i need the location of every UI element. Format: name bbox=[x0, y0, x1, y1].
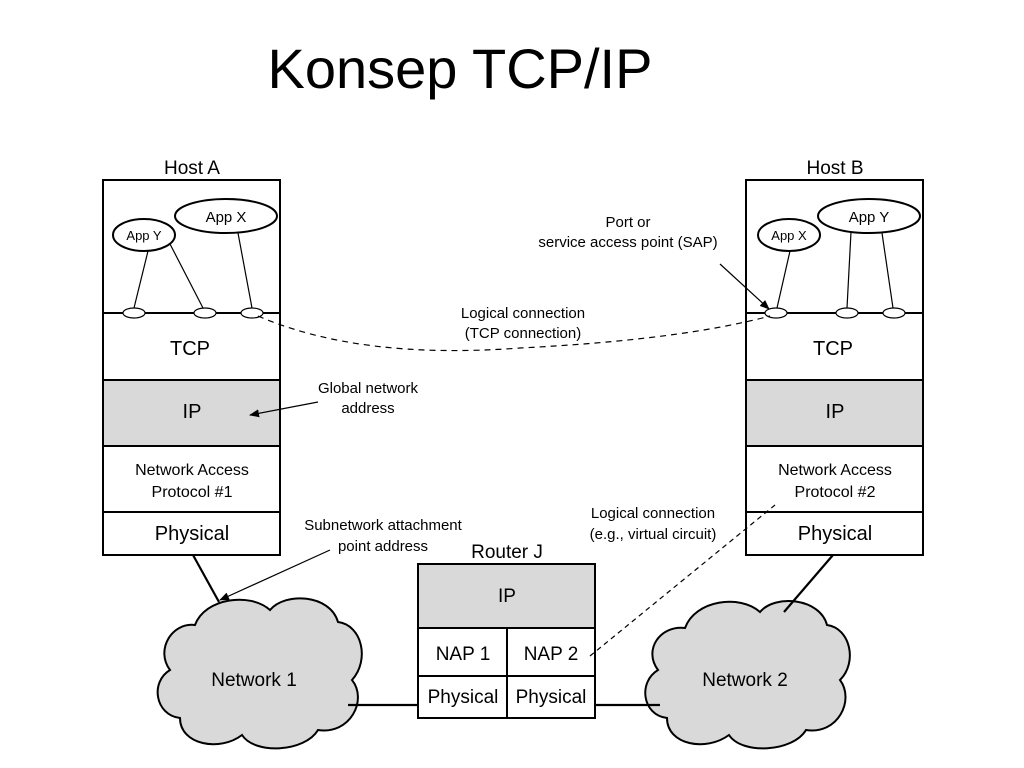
host-b-nap-line1: Network Access bbox=[778, 462, 892, 479]
page-title: Konsep TCP/IP bbox=[268, 37, 653, 100]
host-b-physical-label: Physical bbox=[798, 523, 872, 545]
logical-tcp-note-line2: (TCP connection) bbox=[465, 325, 581, 342]
router-label: Router J bbox=[471, 542, 543, 563]
subnet-address-note-line1: Subnetwork attachment bbox=[304, 517, 462, 534]
host-a-physical-label: Physical bbox=[155, 523, 229, 545]
network-1-cloud: Network 1 bbox=[156, 597, 363, 750]
global-address-note-line1: Global network bbox=[318, 380, 419, 397]
host-a-app-x-label: App X bbox=[206, 209, 247, 226]
global-address-arrow bbox=[249, 401, 319, 418]
host-a-app-x-ellipse bbox=[174, 198, 278, 234]
subnet-address-arrow bbox=[219, 549, 331, 601]
host-a: Host A App Y App X TCP IP Network Access… bbox=[102, 158, 281, 556]
host-a-nap-line1: Network Access bbox=[135, 462, 249, 479]
logical-virtual-circuit bbox=[589, 504, 776, 657]
logical-tcp-connection bbox=[257, 315, 771, 352]
router-ip-layer bbox=[417, 563, 596, 629]
router-ip-label: IP bbox=[498, 586, 516, 607]
network-2-shape bbox=[644, 600, 851, 750]
host-a-ip-label: IP bbox=[183, 401, 202, 423]
host-a-to-network-1-link bbox=[192, 554, 220, 603]
network-2-label: Network 2 bbox=[702, 670, 788, 691]
host-a-port-1 bbox=[122, 307, 146, 319]
host-b-tcp-label: TCP bbox=[813, 338, 853, 360]
host-b-app-x-ellipse bbox=[757, 218, 821, 252]
host-a-app-y-ellipse bbox=[112, 218, 176, 252]
router-j: Router J IP NAP 1 NAP 2 Physical Physica… bbox=[417, 542, 596, 719]
host-b-ip-layer bbox=[745, 379, 924, 447]
sap-note-line1: Port or bbox=[605, 214, 650, 231]
host-b-app-y-label: App Y bbox=[849, 209, 890, 226]
host-a-tcp-label: TCP bbox=[170, 338, 210, 360]
subnet-address-note-line2: point address bbox=[338, 538, 428, 555]
host-b-app-y-ellipse bbox=[817, 198, 921, 234]
network-1-label: Network 1 bbox=[211, 670, 297, 691]
network-1-shape bbox=[156, 597, 363, 750]
router-physical2-label: Physical bbox=[516, 687, 587, 708]
host-b-nap-line2: Protocol #2 bbox=[795, 484, 876, 501]
host-a-port-2 bbox=[193, 307, 217, 319]
router-nap1-label: NAP 1 bbox=[436, 644, 491, 665]
sap-arrow bbox=[719, 263, 770, 310]
global-address-note-line2: address bbox=[341, 400, 394, 417]
host-b-label: Host B bbox=[806, 158, 863, 179]
host-b-port-3 bbox=[882, 307, 906, 319]
router-physical1-label: Physical bbox=[428, 687, 499, 708]
host-a-port-3 bbox=[240, 307, 264, 319]
host-a-nap-line2: Protocol #1 bbox=[152, 484, 233, 501]
logical-vc-note-line2: (e.g., virtual circuit) bbox=[590, 526, 717, 543]
host-a-label: Host A bbox=[164, 158, 220, 179]
logical-vc-note-line1: Logical connection bbox=[591, 505, 715, 522]
sap-note-line2: service access point (SAP) bbox=[538, 234, 717, 251]
host-a-app-y-label: App Y bbox=[126, 228, 162, 243]
host-b-ip-label: IP bbox=[826, 401, 845, 423]
network-2-cloud: Network 2 bbox=[644, 600, 851, 750]
logical-tcp-note-line1: Logical connection bbox=[461, 305, 585, 322]
host-b-app-x-label: App X bbox=[771, 228, 807, 243]
host-b: Host B App X App Y TCP IP Network Access… bbox=[745, 158, 924, 556]
router-nap2-label: NAP 2 bbox=[524, 644, 579, 665]
host-b-port-1 bbox=[764, 307, 788, 319]
host-b-to-network-2-link bbox=[783, 554, 834, 613]
host-b-port-2 bbox=[835, 307, 859, 319]
